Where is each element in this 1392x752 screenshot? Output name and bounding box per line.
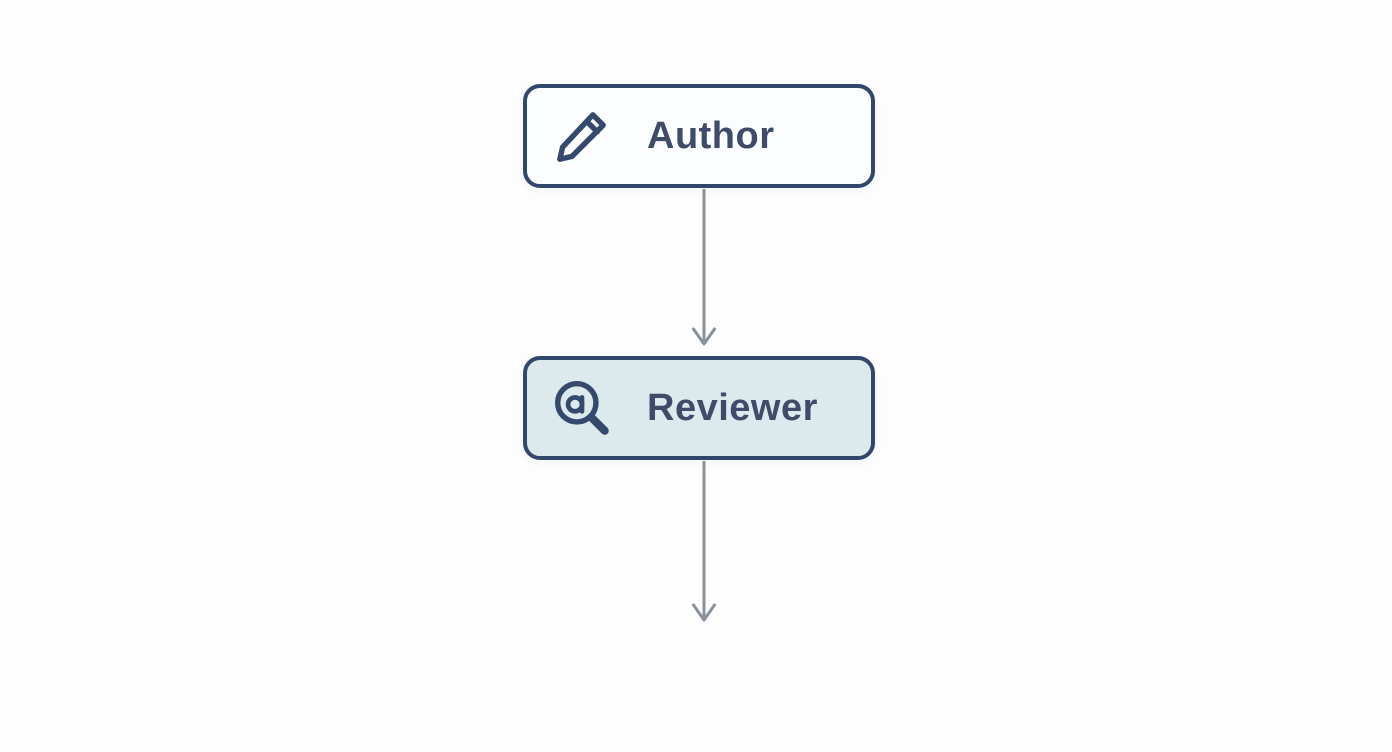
arrow-reviewer-down (692, 461, 716, 622)
arrow-author-to-reviewer (692, 189, 716, 346)
node-reviewer-label: Reviewer (647, 386, 818, 429)
search-icon (551, 377, 613, 439)
node-author-label: Author (647, 114, 775, 157)
node-author: Author (523, 84, 875, 188)
pencil-icon (551, 105, 613, 167)
node-reviewer: Reviewer (523, 356, 875, 460)
